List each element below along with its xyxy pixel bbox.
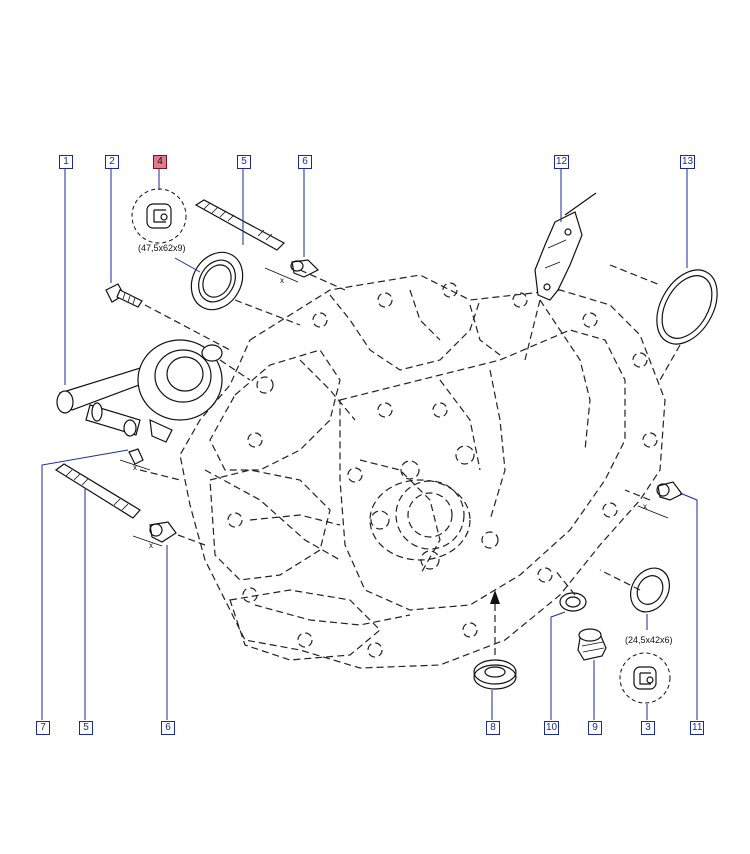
- slave-cylinder: [56, 339, 223, 443]
- seal-profile-icon-bottom: [619, 652, 671, 704]
- callout-4-selected[interactable]: 4: [153, 155, 167, 169]
- bolt-part: [105, 283, 143, 308]
- seal-dimension-large: (47,5x62x9): [138, 243, 186, 253]
- callout-9[interactable]: 9: [588, 721, 602, 735]
- seal-profile-icon-top: [131, 188, 187, 244]
- stud-bottom-left: [54, 463, 141, 519]
- dowel-sleeve-bottom: [149, 521, 177, 543]
- seal-dimension-small: (24,5x42x6): [625, 635, 673, 645]
- washer: [559, 592, 587, 612]
- gearbox-housing: [179, 274, 666, 669]
- large-seal-ring: [656, 269, 718, 345]
- x-mark-top: x: [280, 276, 284, 285]
- dowel-sleeve-top: [290, 259, 320, 278]
- drain-plug: [577, 628, 607, 661]
- callout-1[interactable]: 1: [59, 155, 73, 169]
- callout-2[interactable]: 2: [105, 155, 119, 169]
- dowel-bottom-left: [128, 448, 144, 465]
- callout-7[interactable]: 7: [36, 721, 50, 735]
- dowel-right: [656, 481, 683, 501]
- callout-6-bottom[interactable]: 6: [161, 721, 175, 735]
- callout-5-top[interactable]: 5: [237, 155, 251, 169]
- spacer-ring: [473, 659, 517, 690]
- callout-11[interactable]: 11: [690, 721, 705, 735]
- bracket-part: [534, 192, 597, 301]
- callout-3[interactable]: 3: [641, 721, 655, 735]
- callout-10[interactable]: 10: [544, 721, 560, 735]
- callout-8[interactable]: 8: [486, 721, 500, 735]
- callout-5-bottom[interactable]: 5: [79, 721, 93, 735]
- callout-12[interactable]: 12: [554, 155, 570, 169]
- x-mark-right: x: [643, 502, 647, 511]
- oil-seal-small: [630, 567, 670, 613]
- x-mark-bottom: x: [149, 541, 153, 550]
- x-mark-left: x: [133, 463, 137, 472]
- stud-top: [194, 199, 285, 251]
- oil-seal-top: [190, 251, 244, 311]
- callout-6-top[interactable]: 6: [298, 155, 312, 169]
- callout-13[interactable]: 13: [680, 155, 696, 169]
